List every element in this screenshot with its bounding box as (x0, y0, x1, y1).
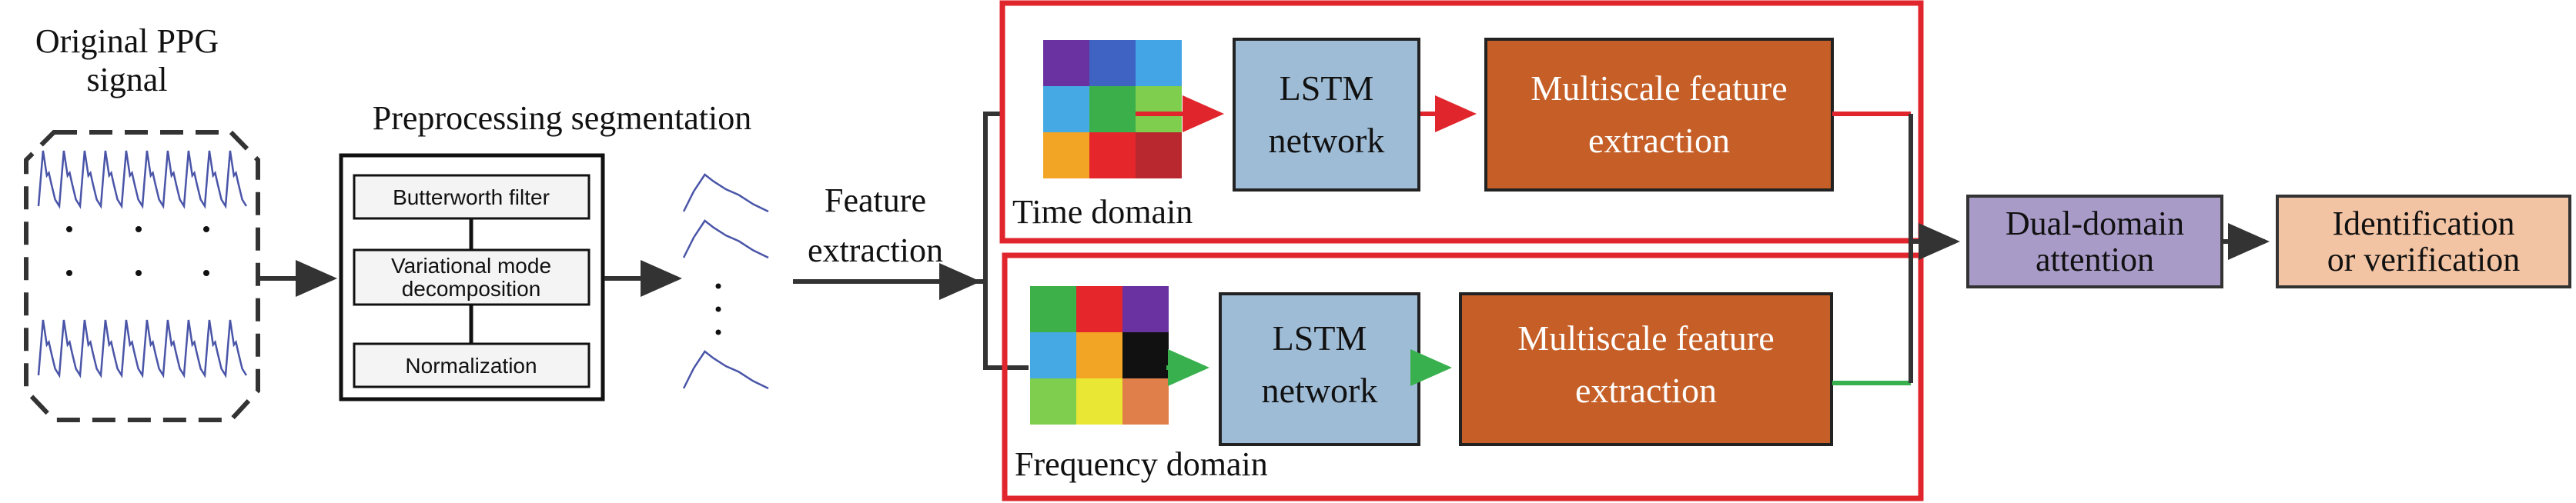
time-multiscale-box (1484, 38, 1834, 192)
time-lstm-box (1233, 38, 1420, 192)
output-label-line1: Identification (2332, 205, 2514, 242)
signal-ellipsis-dots (66, 226, 209, 276)
segmented-beat-1 (682, 173, 769, 213)
step-vmd-label-line1: Variational mode (391, 254, 551, 278)
output-label-line2: or verification (2327, 241, 2520, 278)
freq-lstm-box (1219, 292, 1420, 446)
time-lstm-label-line1: LSTM (1280, 68, 1374, 108)
freq-grid-cell (1076, 332, 1122, 378)
time-multiscale-label-line1: Multiscale feature (1531, 68, 1787, 108)
segmented-beat-3 (682, 350, 769, 390)
time-grid-cell (1089, 40, 1136, 86)
input-signal-frame (24, 130, 260, 422)
time-multiscale-label-line2: extraction (1588, 121, 1730, 160)
segment-ellipsis-dots (715, 283, 721, 335)
freq-grid-cell (1122, 286, 1169, 332)
feature-extraction-line2: extraction (808, 232, 943, 269)
freq-grid-cell (1122, 332, 1169, 378)
freq-grid-cell (1030, 378, 1076, 425)
time-grid-cell (1043, 40, 1089, 86)
freq-grid-cell (1122, 378, 1169, 425)
feature-extraction-line1: Feature (825, 182, 926, 219)
step-vmd-label-line2: decomposition (402, 277, 541, 301)
frequency-domain-label: Frequency domain (1015, 445, 1268, 483)
time-domain-feature-grid (1043, 40, 1182, 178)
freq-lstm-label-line1: LSTM (1273, 318, 1367, 358)
time-domain-branch-box (999, 0, 1924, 244)
preprocessing-step-vmd (353, 248, 590, 306)
segmented-beat-2 (682, 219, 769, 259)
freq-grid-cell (1030, 286, 1076, 332)
input-title-line2: signal (86, 61, 167, 98)
freq-lstm-label-line2: network (1262, 371, 1378, 410)
freq-multiscale-label-line1: Multiscale feature (1517, 318, 1774, 358)
step-butterworth-label: Butterworth filter (393, 185, 550, 209)
freq-grid-cell (1076, 378, 1122, 425)
time-grid-cell (1089, 86, 1136, 132)
attention-label-line2: attention (2036, 241, 2154, 278)
time-grid-cell (1136, 132, 1182, 178)
time-domain-label: Time domain (1012, 193, 1193, 231)
freq-grid-cell (1030, 332, 1076, 378)
freq-grid-cell (1076, 286, 1122, 332)
preprocessing-title: Preprocessing segmentation (373, 99, 751, 137)
time-grid-cell (1043, 132, 1089, 178)
time-grid-cell (1136, 86, 1182, 132)
identification-verification-box (2276, 195, 2571, 288)
ppg-waveform-bottom (37, 319, 248, 378)
ppg-waveform-top (37, 150, 248, 209)
time-lstm-label-line2: network (1269, 121, 1385, 160)
frequency-domain-branch-box (1002, 252, 1924, 501)
preprocessing-step-normalization (353, 342, 590, 388)
frequency-domain-feature-grid (1030, 286, 1169, 425)
attention-label-line1: Dual-domain (2006, 205, 2184, 242)
time-grid-cell (1043, 86, 1089, 132)
input-title-line1: Original PPG (35, 22, 219, 60)
freq-multiscale-label-line2: extraction (1575, 371, 1717, 410)
time-grid-cell (1136, 40, 1182, 86)
dual-domain-attention-box (1966, 195, 2223, 288)
freq-multiscale-box (1459, 292, 1833, 446)
step-normalization-label: Normalization (405, 354, 537, 378)
time-grid-cell (1089, 132, 1136, 178)
